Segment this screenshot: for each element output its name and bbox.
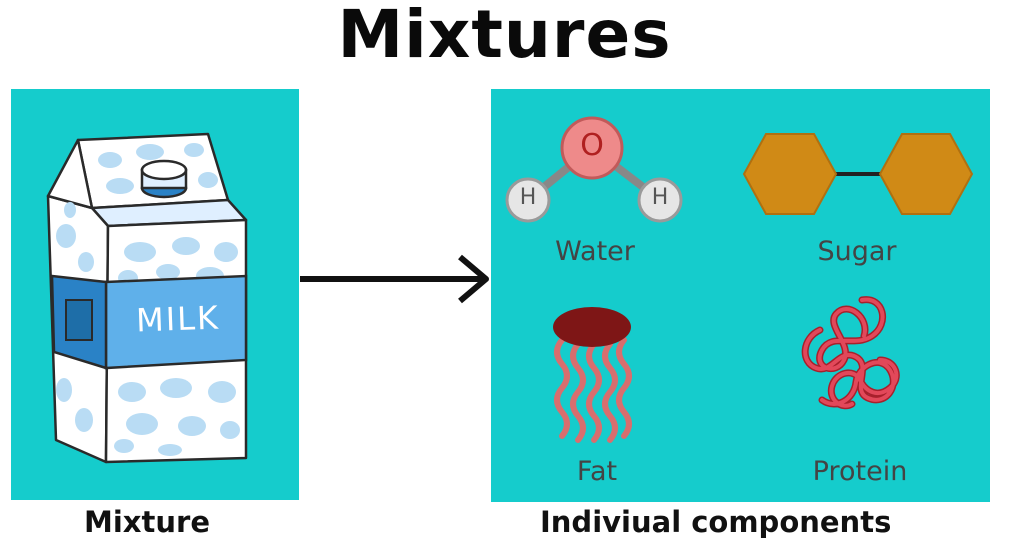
water-label: Water	[555, 236, 635, 267]
hydrogen-atom-label: H	[651, 185, 669, 210]
components-caption: Indiviual components	[540, 505, 892, 539]
hydrogen-atom-label: H	[519, 185, 537, 210]
page-title: Mixtures	[337, 0, 672, 73]
protein-label: Protein	[812, 456, 908, 487]
oxygen-atom-label: O	[580, 128, 604, 163]
sugar-label: Sugar	[817, 236, 897, 267]
mixture-caption: Mixture	[84, 505, 210, 539]
fat-label: Fat	[576, 456, 618, 487]
